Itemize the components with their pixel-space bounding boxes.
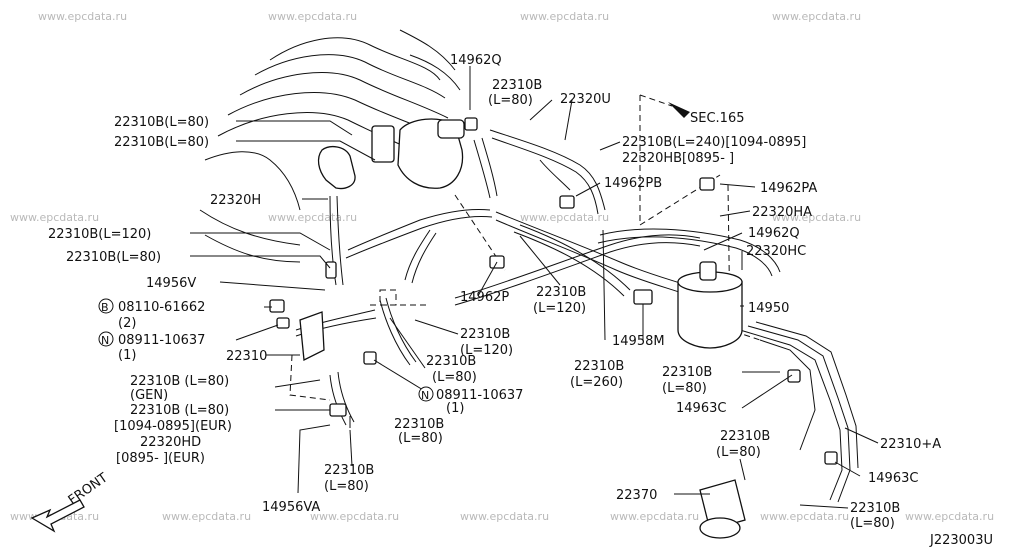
part-label: 22310B [720,429,770,444]
sec165-arrow [639,94,690,118]
leader-lines [190,66,879,509]
bracket [299,311,325,362]
watermark: www.epcdata.ru [905,510,994,523]
part-label: 22320HC [746,244,806,259]
part-label: (L=80) [488,93,533,108]
part-label: 22310B [850,501,900,516]
watermark: www.epcdata.ru [310,510,399,523]
part-label: 14962PB [604,176,662,191]
nut-marker-letter: N [101,334,109,347]
watermark: www.epcdata.ru [162,510,251,523]
part-label: (L=80) [850,516,895,531]
part-label: [1094-0895](EUR) [114,419,232,434]
part-label: 22310B(L=120) [48,227,151,242]
front-label: FRONT [66,470,111,508]
nut-marker [418,386,434,402]
part-label: (L=80) [398,431,443,446]
part-label: 22310B (L=80) [130,374,229,389]
part-label: (2) [118,316,136,331]
watermark: www.epcdata.ru [610,510,699,523]
part-label: 22310B [574,359,624,374]
watermark: www.epcdata.ru [772,211,861,224]
part-label: 22320H [210,193,261,208]
part-label: [0895- ](EUR) [116,451,205,466]
part-label: (GEN) [130,388,168,403]
rear-pipes [739,321,859,503]
part-label: 22310B (L=80) [130,403,229,418]
part-label: 14950 [748,301,789,316]
hoses [295,129,781,426]
part-label: 14962Q [450,53,502,68]
purge-valve-assembly [317,118,465,190]
part-label: (L=120) [460,343,513,358]
part-label: (L=260) [570,375,623,390]
filter-22370 [699,479,746,539]
watermark: www.epcdata.ru [520,211,609,224]
part-label: 22310B [394,417,444,432]
watermark: www.epcdata.ru [268,10,357,23]
watermark: www.epcdata.ru [460,510,549,523]
watermark: www.epcdata.ru [38,10,127,23]
canister [677,261,743,349]
part-label: (1) [118,348,136,363]
watermark: www.epcdata.ru [760,510,849,523]
part-label: 22310B [536,285,586,300]
part-label: 14963C [676,401,726,416]
part-label: 22310+A [880,437,941,452]
nut-marker-letter: N [421,389,429,402]
part-label: SEC.165 [690,111,745,126]
part-label: 22310 [226,349,267,364]
part-label: 22310B(L=80) [66,250,161,265]
part-label: 22310B [460,327,510,342]
watermark: www.epcdata.ru [10,211,99,224]
valve-14958m [633,289,653,305]
part-label: 14956V [146,276,196,291]
part-label: 08110-61662 [118,300,205,315]
part-label: 14962P [460,290,509,305]
part-label: (L=80) [324,479,369,494]
part-label: (1) [446,401,464,416]
watermark: www.epcdata.ru [520,10,609,23]
part-labels: 14962Q 22310B (L=80) 22320U SEC.165 2231… [48,53,941,531]
part-label: 08911-10637 [436,388,523,403]
part-label: 14962PA [760,181,817,196]
part-label: 22310B(L=80) [114,115,209,130]
part-label: (L=80) [716,445,761,460]
part-label: 22370 [616,488,657,503]
part-label: (L=80) [432,370,477,385]
part-label: 14956VA [262,500,320,515]
part-label: 22310B [492,78,542,93]
nut-marker [98,331,114,347]
part-label: 22310B(L=80) [114,135,209,150]
part-label: 14962Q [748,226,800,241]
diagram-code: J223003U [929,533,993,548]
clips [269,117,838,465]
watermark: www.epcdata.ru [268,211,357,224]
part-label: 22320HB[0895- ] [622,151,734,166]
part-label: (L=80) [662,381,707,396]
part-label: 22320HA [752,205,812,220]
part-label: (L=120) [533,301,586,316]
part-label: 22310B(L=240)[1094-0895] [622,135,806,150]
part-label: 22310B [662,365,712,380]
part-label: 08911-10637 [118,333,205,348]
bolt-marker-letter: B [101,301,109,314]
part-label: 22320U [560,92,611,107]
part-label: 22320HD [140,435,201,450]
bolt-marker [98,298,114,314]
part-label: 22310B [324,463,374,478]
part-label: 22310B [426,354,476,369]
watermark: www.epcdata.ru [772,10,861,23]
part-label: 14958M [612,334,665,349]
circled-markers: B N N [98,298,434,402]
part-label: 14963C [868,471,918,486]
